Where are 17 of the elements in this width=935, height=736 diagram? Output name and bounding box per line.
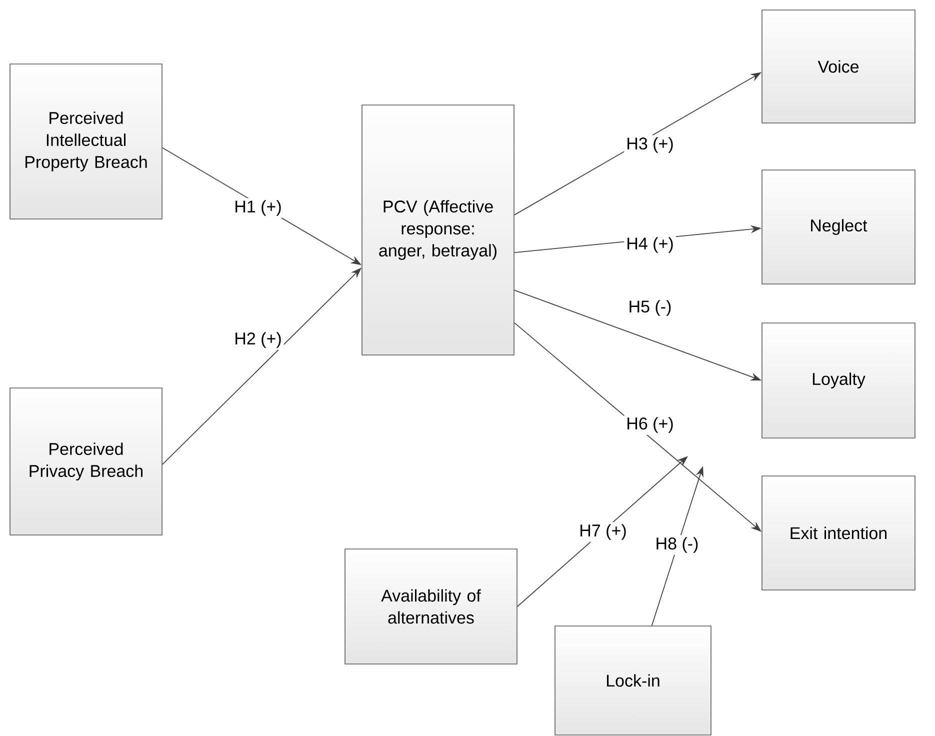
edge-label: H1 (+) <box>232 198 284 218</box>
construct-box: Loyalty <box>762 322 916 438</box>
edge-label: H2 (+) <box>232 330 284 350</box>
edge-label: H3 (+) <box>624 135 676 155</box>
construct-box: PCV (Affective response: anger, betrayal) <box>362 104 514 356</box>
edge-label: H6 (+) <box>624 415 676 435</box>
construct-box: Exit intention <box>762 476 916 590</box>
construct-box: Perceived Intellectual Property Breach <box>10 64 162 220</box>
construct-box: Lock-in <box>554 626 712 736</box>
construct-box: Perceived Privacy Breach <box>10 388 162 536</box>
construct-box: Neglect <box>762 170 916 284</box>
construct-box: Availability of alternatives <box>344 548 518 664</box>
edge-label: H4 (+) <box>624 235 676 255</box>
edge-label: H5 (-) <box>626 298 674 318</box>
construct-box: Voice <box>762 10 916 124</box>
edge-label: H7 (+) <box>577 522 629 542</box>
edge-label: H8 (-) <box>653 535 701 555</box>
